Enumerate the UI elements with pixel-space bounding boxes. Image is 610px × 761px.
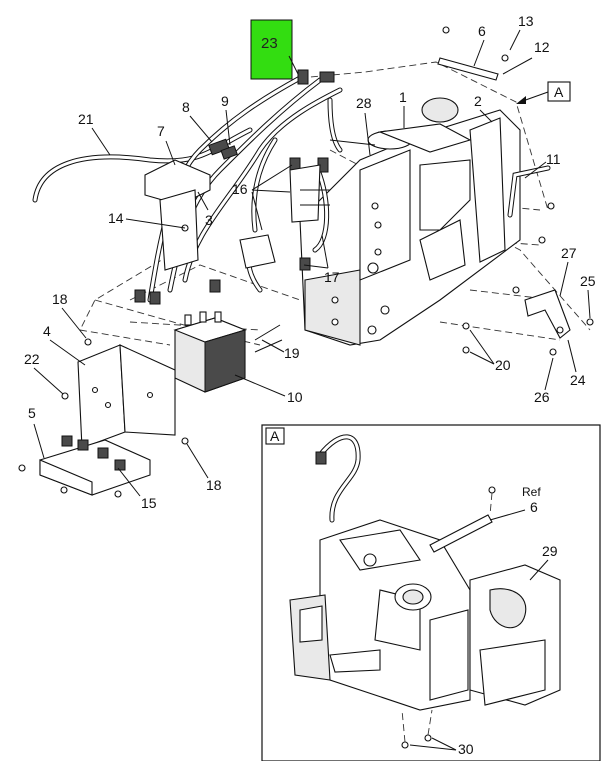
callout-29[interactable]: 29 xyxy=(542,543,558,559)
callout-9[interactable]: 9 xyxy=(221,93,229,109)
callout-25[interactable]: 25 xyxy=(580,273,596,289)
fasteners xyxy=(18,202,594,498)
callout-24[interactable]: 24 xyxy=(570,372,586,388)
callout-12[interactable]: 12 xyxy=(534,39,550,55)
callout-21[interactable]: 21 xyxy=(78,111,94,127)
callout-23-label: 23 xyxy=(261,35,278,52)
plate-5 xyxy=(39,435,151,496)
callout-2[interactable]: 2 xyxy=(474,93,482,109)
callout-8[interactable]: 8 xyxy=(182,99,190,115)
module-10 xyxy=(173,311,283,393)
view-a-reference: A xyxy=(516,81,571,104)
callout-26[interactable]: 26 xyxy=(534,389,550,405)
detail-view-label: A xyxy=(270,428,280,444)
rod-11 xyxy=(507,165,551,218)
callout-28[interactable]: 28 xyxy=(356,95,372,111)
rod-6 xyxy=(437,26,509,81)
bracket-3 xyxy=(144,159,211,271)
callout-3[interactable]: 3 xyxy=(205,212,213,228)
callout-6-detail[interactable]: 6 xyxy=(530,499,538,515)
main-bracket-assembly xyxy=(299,97,521,346)
callout-30[interactable]: 30 xyxy=(458,741,474,757)
callout-16[interactable]: 16 xyxy=(232,181,248,197)
callout-4[interactable]: 4 xyxy=(43,323,51,339)
callout-22[interactable]: 22 xyxy=(24,351,40,367)
callout-19[interactable]: 19 xyxy=(284,345,300,361)
callout-27[interactable]: 27 xyxy=(561,245,577,261)
callout-15[interactable]: 15 xyxy=(141,495,157,511)
detail-callout-labels: Ref 6 29 30 xyxy=(409,485,558,757)
callout-5[interactable]: 5 xyxy=(28,405,36,421)
callout-18-bottom[interactable]: 18 xyxy=(206,477,222,493)
callout-20[interactable]: 20 xyxy=(495,357,511,373)
callout-ref[interactable]: Ref xyxy=(522,485,541,499)
callout-14[interactable]: 14 xyxy=(108,210,124,226)
callout-labels: 21 8 9 7 1 28 2 3 16 14 13 6 12 11 27 25 xyxy=(24,13,596,511)
bracket-27 xyxy=(524,289,571,339)
callout-17[interactable]: 17 xyxy=(324,269,340,285)
detail-view-a: A xyxy=(261,424,601,761)
callout-18-top[interactable]: 18 xyxy=(52,291,68,307)
bracket-4 xyxy=(77,344,176,449)
view-a-label: A xyxy=(554,84,564,100)
highlighted-callout-23[interactable]: 23 xyxy=(250,19,301,80)
callout-11[interactable]: 11 xyxy=(546,151,561,167)
callout-10[interactable]: 10 xyxy=(287,389,303,405)
callout-6[interactable]: 6 xyxy=(478,23,486,39)
callout-7[interactable]: 7 xyxy=(157,123,165,139)
callout-1[interactable]: 1 xyxy=(399,89,407,105)
callout-13[interactable]: 13 xyxy=(518,13,534,29)
